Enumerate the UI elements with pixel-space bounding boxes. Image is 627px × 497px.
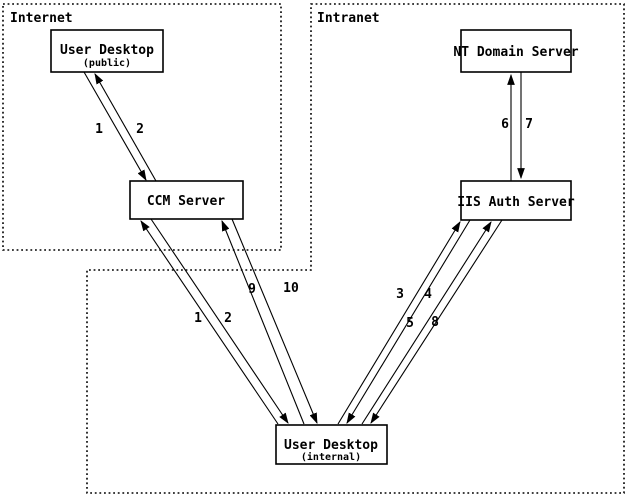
internet-zone-outline [2,3,282,251]
edge-label-2-public: 2 [136,122,144,137]
edge-label-7: 7 [525,117,533,132]
node-box-nt-domain-server [460,29,572,73]
edge-5-internal-to-iis [361,221,492,425]
edge-8-iis-to-internal [370,219,503,424]
edge-4-iis-to-internal [346,219,471,424]
node-label-ccm-server: CCM Server [147,194,225,209]
node-box-user-desktop-internal [275,424,388,465]
node-ccm-server: CCM Server [129,180,244,220]
edge-label-9: 9 [248,282,256,297]
node-label-user-desktop-public: User Desktop [60,43,154,58]
node-nt-domain-server: NT Domain Server [453,29,579,73]
edge-label-5: 5 [406,316,414,331]
edge-label-1-internal: 1 [194,311,202,326]
node-box-iis-auth-server [460,180,572,221]
edge-label-2-internal: 2 [224,311,232,326]
intranet-zone-outline [86,3,625,494]
edge-label-3: 3 [396,287,404,302]
zone-label-internet: Internet [10,11,73,26]
node-iis-auth-server: IIS Auth Server [457,180,575,221]
edge-3-internal-to-iis [337,221,461,425]
node-label-user-desktop-internal: User Desktop [284,438,378,453]
edge-label-8: 8 [431,315,439,330]
edge-label-1-public: 1 [95,122,103,137]
edge-1-public-to-ccm [83,71,147,181]
edge-label-10: 10 [283,281,299,296]
node-box-ccm-server [129,180,244,220]
edge-9-internal-to-ccm [221,219,305,425]
edge-label-4: 4 [424,287,432,302]
node-user-desktop-internal: User Desktop (internal) [275,424,388,465]
node-sublabel-user-desktop-internal: (internal) [301,451,361,463]
node-box-user-desktop-public [50,29,164,73]
node-label-iis-auth-server: IIS Auth Server [457,195,575,210]
zone-label-intranet: Intranet [317,11,380,26]
edge-10-ccm-to-internal [231,218,318,425]
edge-1-internal-to-ccm [140,220,279,425]
edge-2-ccm-to-public [94,73,157,182]
edge-2-ccm-to-internal [150,218,289,424]
edge-label-6: 6 [501,117,509,132]
node-sublabel-user-desktop-public: (public) [83,57,131,69]
node-user-desktop-public: User Desktop (public) [50,29,164,73]
node-label-nt-domain-server: NT Domain Server [453,45,578,60]
